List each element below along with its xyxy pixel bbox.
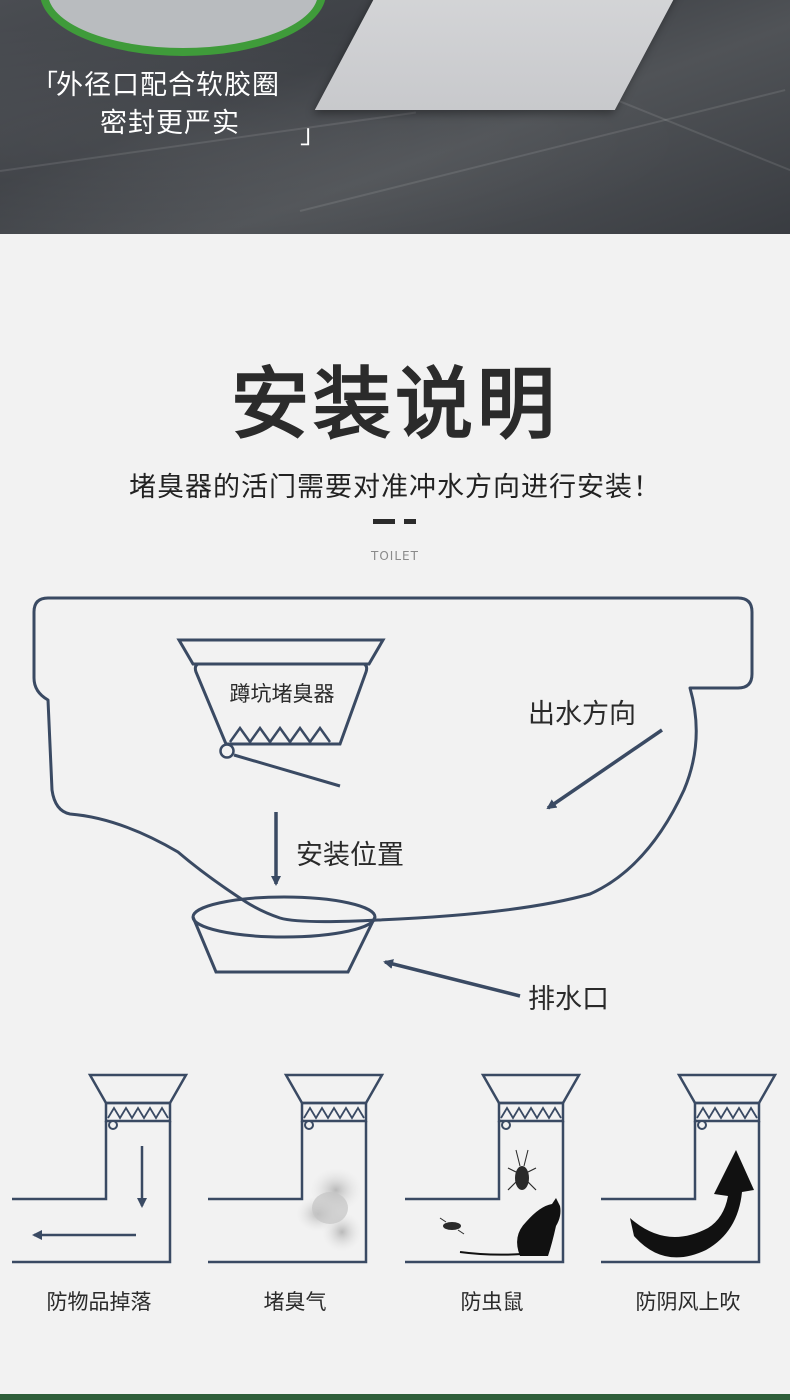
section-tag: TOILET [371,549,419,563]
divider-dash [373,519,395,524]
feature-label-pests: 防虫鼠 [461,1290,524,1314]
toilet-outline [32,596,754,924]
installation-diagram: 蹲坑堵臭器 出水方向 安装位置 排水口 防物品掉落 堵臭气 [12,596,778,1314]
upward-curved-arrow-icon [630,1150,754,1258]
feature-panel-odor [208,1073,385,1264]
section-subtitle: 堵臭器的活门需要对准冲水方向进行安装！ [129,472,661,503]
drain-arrow [383,959,521,998]
bottom-strip [0,1394,790,1400]
caption-bracket-close: 」 [300,120,327,150]
divider-dash [404,519,416,524]
hero-caption-line2: 密封更严实 [100,108,240,139]
feature-label-backdraft: 防阴风上吹 [636,1290,741,1314]
stopper-device [176,638,386,788]
rat-cockroach-icon [439,1149,561,1256]
device-label: 蹲坑堵臭器 [230,682,335,706]
drain-label: 排水口 [528,984,609,1015]
feature-panel-falling [12,1073,189,1264]
hero-photo: 「 外径口配合软胶圈 密封更严实 」 [0,0,790,234]
floor-tile [314,0,706,110]
smoke-cloud-icon [296,1168,362,1252]
feature-label-falling: 防物品掉落 [47,1290,152,1314]
drain-outlet [191,895,377,974]
feature-label-odor: 堵臭气 [264,1290,327,1314]
drain-ring [40,0,326,56]
feature-panel-pests [405,1073,582,1264]
feature-panel-backdraft [601,1073,778,1264]
flow-direction-arrow [546,728,663,810]
install-position-label: 安装位置 [296,840,404,871]
caption-bracket-open: 「 [32,70,59,100]
hero-caption-line1: 外径口配合软胶圈 [56,70,280,101]
section-title: 安装说明 [230,360,559,450]
flow-direction-label: 出水方向 [528,699,636,730]
